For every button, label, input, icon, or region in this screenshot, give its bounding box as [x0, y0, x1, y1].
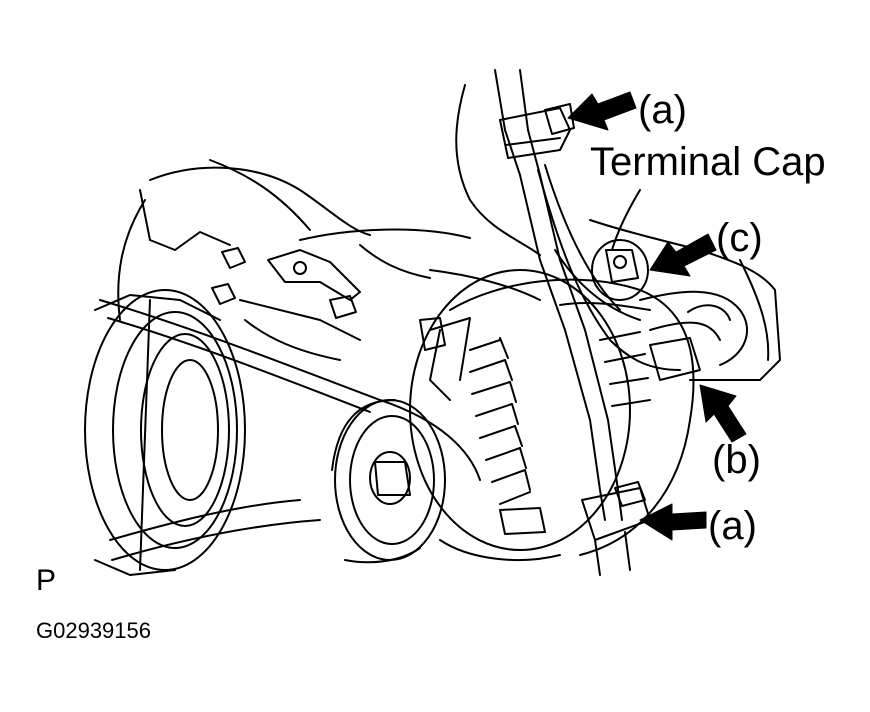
alternator-body: [409, 269, 695, 561]
alternator-pulley: [331, 399, 446, 564]
wire-harness: [494, 69, 681, 521]
crank-pulley: [84, 289, 246, 576]
callout-label-a-top: (a): [638, 88, 687, 132]
callout-label-c: (c): [716, 216, 763, 260]
terminal-cap-label: Terminal Cap: [590, 140, 826, 184]
arrow-a-top-icon: [567, 91, 637, 131]
arrow-c-icon: [649, 233, 717, 277]
terminal-cap-leader: [611, 189, 641, 251]
terminal-cap: [559, 239, 651, 311]
view-marker: P: [36, 564, 57, 597]
drive-belt: [99, 299, 481, 561]
figure-code: G02939156: [36, 618, 151, 643]
connector-plug: [639, 290, 749, 381]
arrow-a-bottom-icon: [639, 503, 707, 541]
mounting-bracket: [211, 247, 361, 361]
harness-clamp-top: [499, 103, 575, 159]
callout-arrows: [567, 91, 747, 541]
callout-label-a-bottom: (a): [708, 504, 757, 548]
arrow-b-icon: [699, 384, 747, 443]
harness-clamp-bottom: [581, 481, 651, 576]
callout-label-b: (b): [712, 438, 761, 482]
